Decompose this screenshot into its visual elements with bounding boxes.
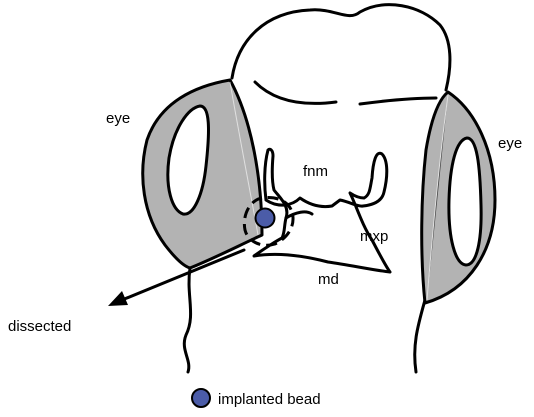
right-eye-lens [449,138,481,265]
label-eye-right: eye [498,135,522,152]
label-eye-left: eye [106,110,130,127]
head-outline [232,5,450,90]
implanted-bead [256,209,275,228]
label-md: md [318,271,339,288]
legend-label: implanted bead [218,391,321,408]
brow-left [255,82,336,103]
head-right-side [415,300,425,372]
brow-right [360,98,436,104]
label-fnm: fnm [303,163,328,180]
label-mxp: mxp [360,228,388,245]
dissected-arrowhead [108,291,128,306]
oral-notch [286,212,312,218]
legend-bead-swatch [192,389,210,407]
head-left-side [184,268,190,372]
legend: implanted bead [192,389,321,408]
label-dissected: dissected [8,318,71,335]
